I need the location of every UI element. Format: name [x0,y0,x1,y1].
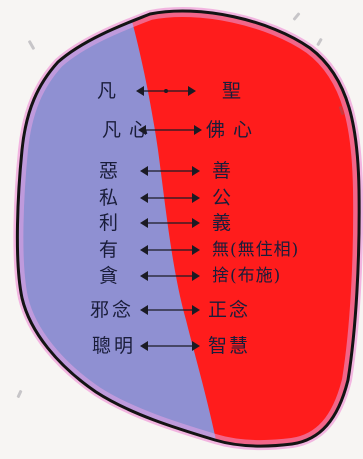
pair-row: 貪 捨(布施) [0,264,363,288]
right-label: 智慧 [208,335,251,357]
pair-row: 利 義 [0,211,363,235]
left-label: 貪 [98,265,118,287]
double-arrow [140,341,200,351]
double-arrow [140,271,200,281]
double-arrow [140,166,200,176]
right-label: 捨(布施) [212,266,282,286]
right-label: 佛心 [206,119,261,141]
right-label: 聖 [222,80,242,102]
pair-row: 凡心 佛心 [0,118,363,142]
left-label: 凡心 [101,119,156,141]
pair-row: 邪念 正念 [0,298,363,322]
right-label: 無(無住相) [212,240,300,260]
double-arrow [140,193,200,203]
left-label: 利 [98,212,118,234]
double-arrow [140,245,200,255]
pair-row: 聰明 智慧 [0,334,363,358]
double-arrow [136,86,196,96]
left-label: 邪念 [89,299,134,321]
left-label: 有 [98,239,118,261]
left-label: 聰明 [91,335,136,357]
heart-outline [15,9,361,448]
double-arrow [140,218,200,228]
left-label: 私 [98,187,118,209]
right-label: 公 [212,187,232,209]
right-label: 正念 [208,299,251,321]
left-label: 惡 [98,160,118,182]
pair-row: 惡 善 [0,159,363,183]
left-label: 凡 [96,80,116,102]
pair-row: 凡 聖 [0,79,363,103]
double-arrow [138,125,202,135]
right-label: 善 [212,160,232,182]
right-half [126,11,360,447]
pair-row: 有 無(無住相) [0,238,363,262]
double-arrow [140,305,200,315]
pair-row: 私 公 [0,186,363,210]
right-label: 義 [212,212,232,234]
